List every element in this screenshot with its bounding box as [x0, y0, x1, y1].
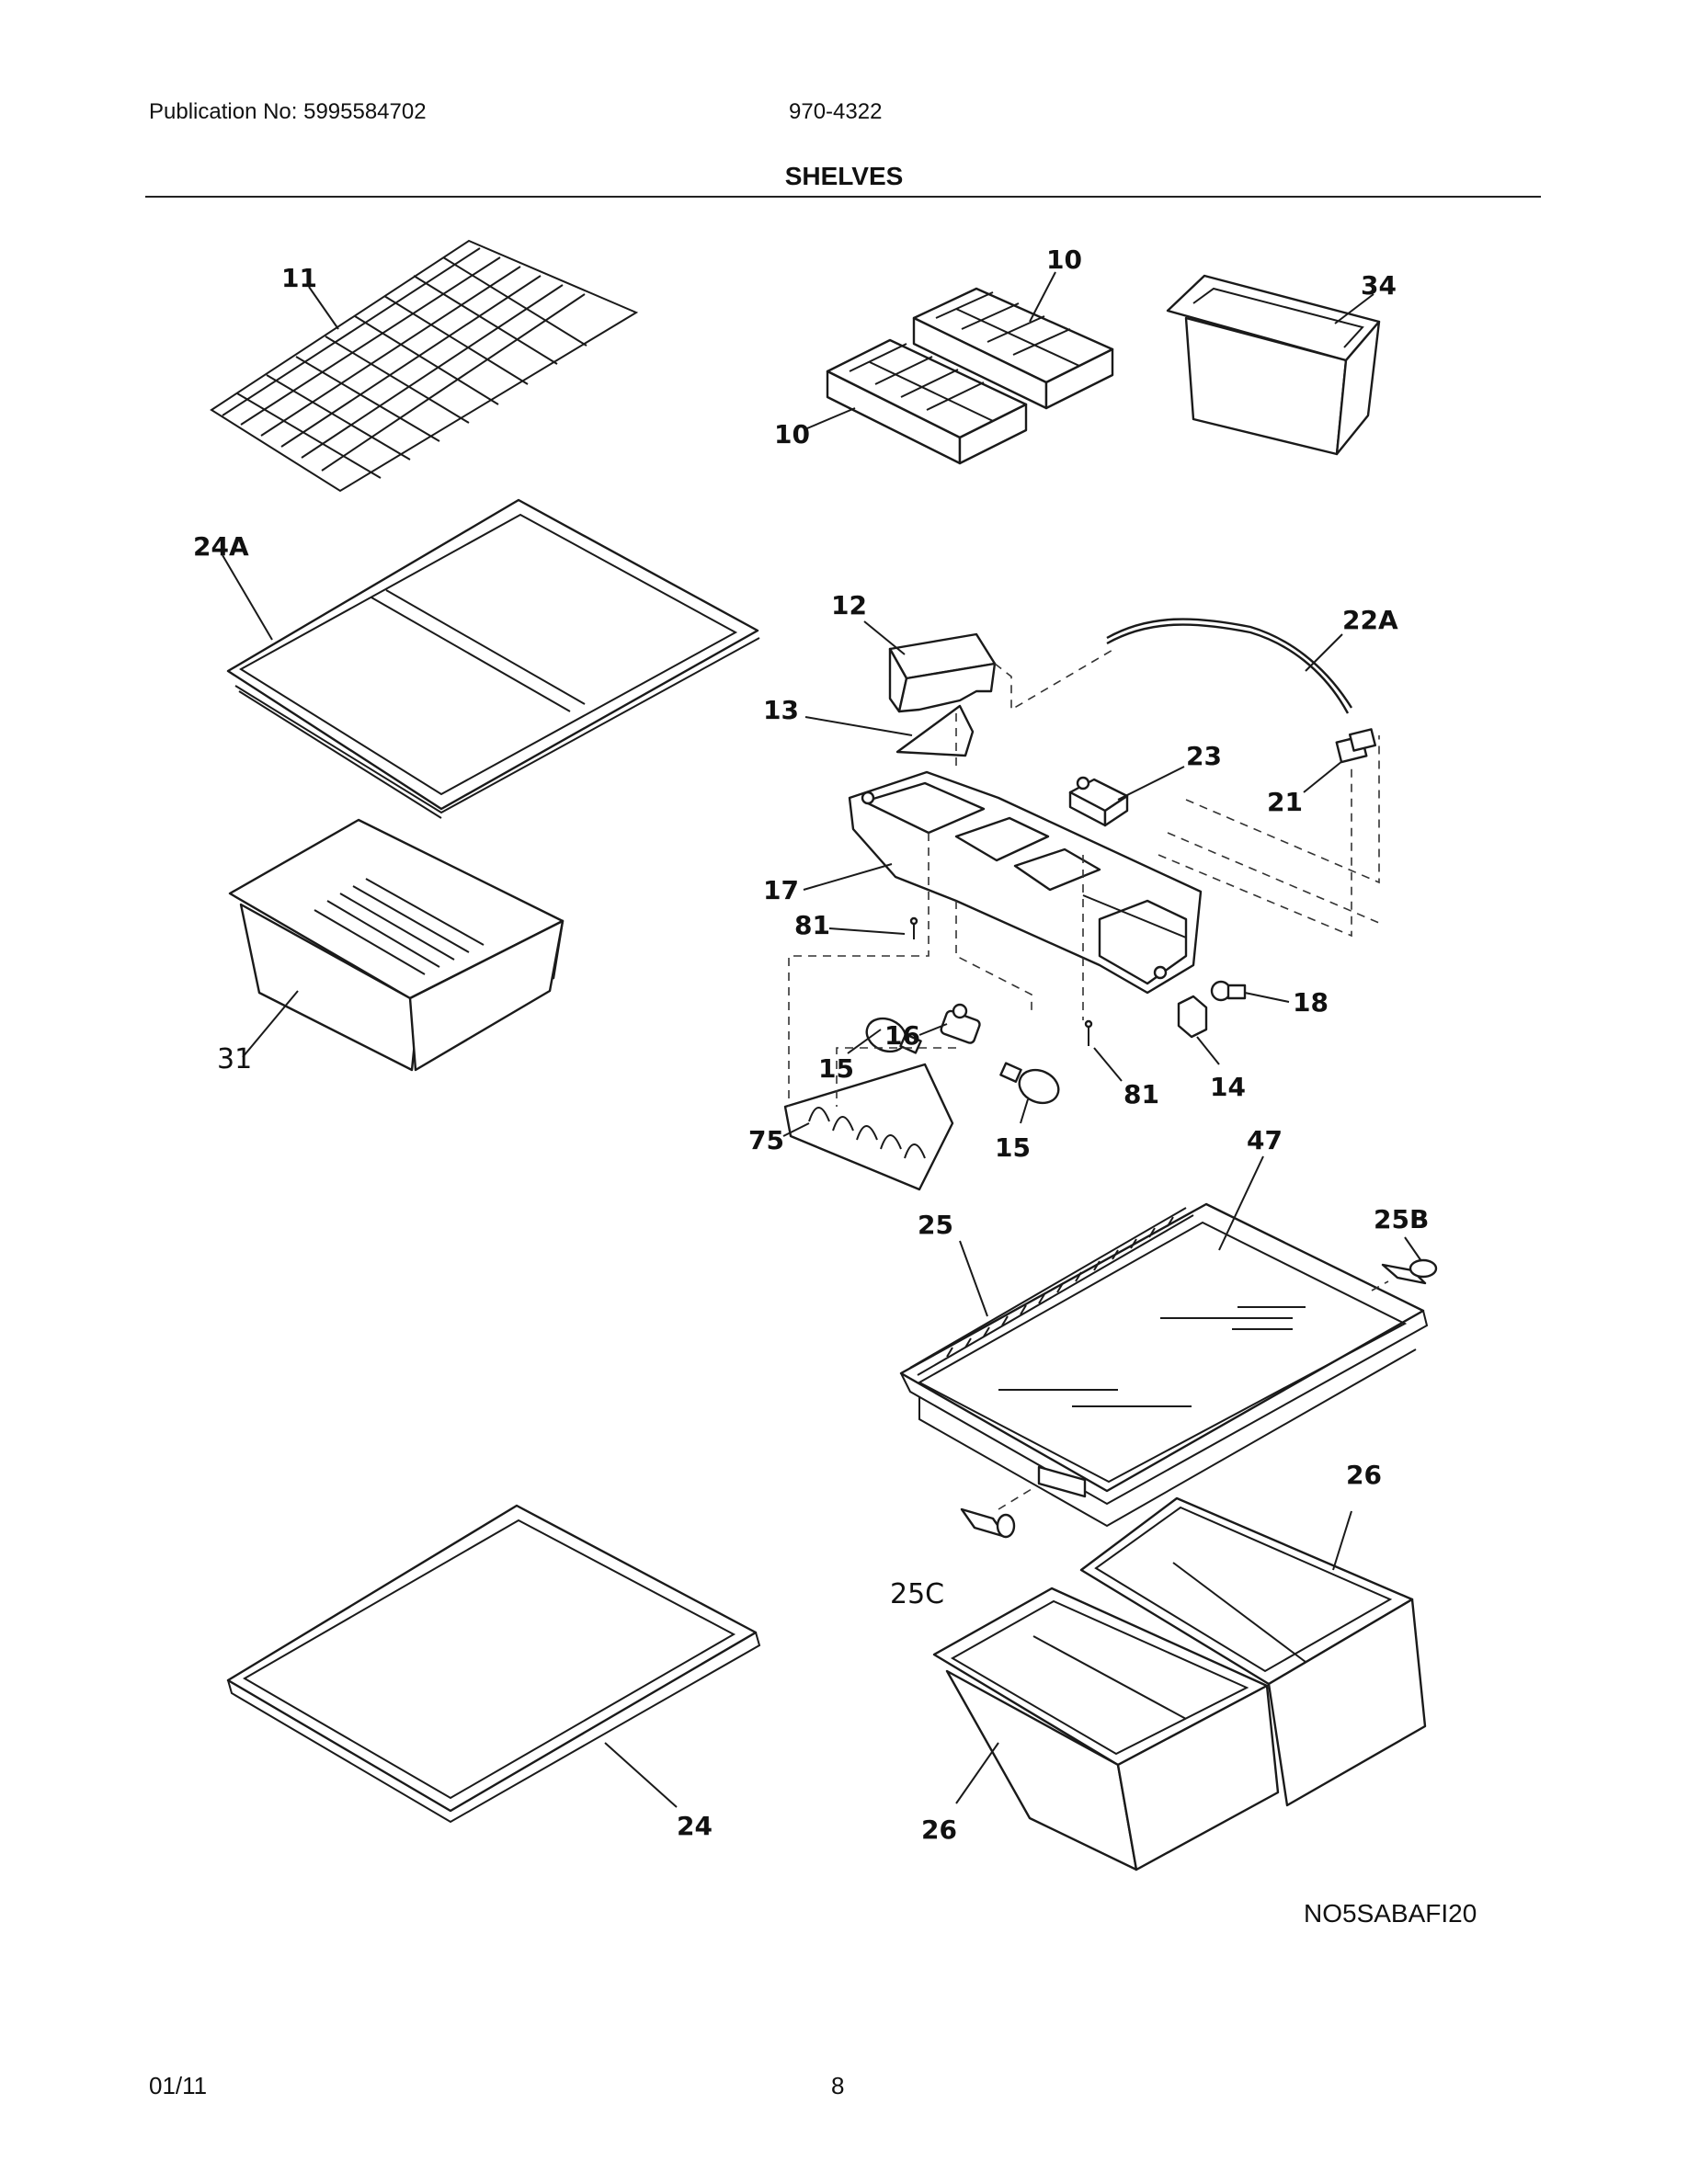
- callout-17: 17: [763, 875, 799, 905]
- switch-14-part: [1177, 995, 1220, 1065]
- dispenser-block-part: [863, 620, 997, 713]
- crisper-drawer-26-front-part: [932, 1510, 1352, 1871]
- connector-21-part: [1303, 728, 1377, 793]
- callout-75: 75: [748, 1125, 784, 1155]
- glass-shelf-24A-part: [222, 498, 760, 819]
- screw-81-left: [828, 916, 918, 939]
- callout-10-top: 10: [1046, 245, 1082, 275]
- bulb-15-left-part: [847, 1017, 922, 1054]
- callout-26-top: 26: [1346, 1460, 1382, 1490]
- callout-23: 23: [1186, 741, 1222, 771]
- callout-13: 13: [763, 695, 799, 725]
- bulb-15-right-part: [999, 1062, 1060, 1124]
- footer-date: 01/11: [149, 2072, 208, 2099]
- glass-shelf-25-part: [899, 1155, 1429, 1528]
- callout-11: 11: [281, 263, 317, 293]
- callout-24A: 24A: [193, 531, 249, 562]
- wire-harness-part: [1106, 618, 1353, 714]
- chute-flap-part: [804, 704, 975, 757]
- callout-81-left: 81: [794, 910, 830, 940]
- model-number: 970-4322: [789, 99, 883, 124]
- assembly-guide-lines: [788, 648, 1380, 1107]
- callout-34: 34: [1361, 270, 1397, 301]
- small-bin-part: [1166, 274, 1381, 456]
- wire-shelf-part: [210, 239, 639, 493]
- plug-18-part: [1210, 980, 1290, 1003]
- page-number: 8: [831, 2072, 845, 2099]
- callout-22A: 22A: [1342, 605, 1398, 635]
- callout-47: 47: [1247, 1125, 1283, 1155]
- socket-16-part: [918, 1003, 981, 1044]
- callout-15-right: 15: [995, 1132, 1031, 1163]
- header-rule: [145, 196, 1541, 198]
- callout-24: 24: [677, 1811, 713, 1841]
- section-title: SHELVES: [784, 162, 904, 190]
- callout-26-bottom: 26: [921, 1814, 957, 1845]
- callout-10-bottom: 10: [774, 419, 810, 449]
- screw-81-right: [1084, 1019, 1123, 1082]
- callout-16: 16: [884, 1020, 920, 1051]
- crisper-drawer-31-part: [228, 818, 565, 1072]
- callout-21: 21: [1267, 787, 1303, 817]
- light-shield-part: [782, 1063, 954, 1191]
- callout-25B: 25B: [1374, 1204, 1429, 1234]
- callout-31: 31: [217, 1043, 252, 1075]
- callout-25: 25: [918, 1210, 953, 1240]
- diagram-code: NO5SABAFI20: [1304, 1899, 1477, 1928]
- light-housing-part: [803, 770, 1203, 995]
- callout-18: 18: [1293, 987, 1329, 1018]
- crisper-drawer-26-back-part: [1079, 1496, 1427, 1807]
- callout-81-right: 81: [1123, 1079, 1159, 1109]
- ice-tray-part: [806, 271, 1114, 465]
- callout-12: 12: [831, 590, 867, 620]
- publication-number: Publication No: 5995584702: [149, 99, 427, 124]
- callout-25C: 25C: [890, 1578, 944, 1610]
- end-cap-25C-part: [960, 1488, 1032, 1539]
- control-23-part: [1068, 766, 1185, 827]
- callout-14: 14: [1210, 1072, 1246, 1102]
- glass-shelf-24-part: [226, 1504, 761, 1824]
- end-cap-25B-part: [1371, 1236, 1438, 1291]
